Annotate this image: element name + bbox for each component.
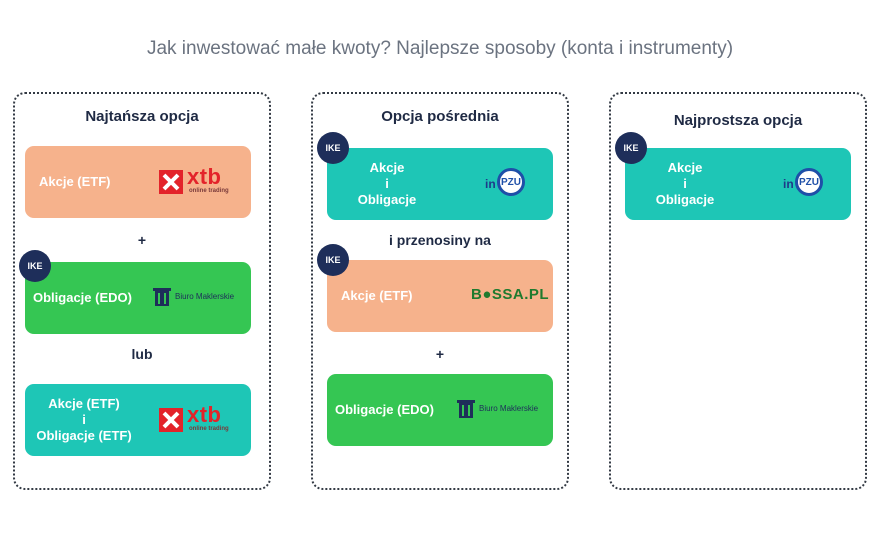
connector-transfer: i przenosiny na: [389, 232, 491, 248]
bm-tower-icon: [153, 288, 171, 306]
card-label: Obligacje (EDO): [335, 402, 434, 417]
ike-badge: IKE: [19, 250, 51, 282]
card-label: Akcje (ETF) i Obligacje (ETF): [36, 396, 132, 443]
bm-tower-icon: [457, 400, 475, 418]
option-card-stocks-etf-bossa: Akcje (ETF) B●SSA.PL: [327, 260, 553, 332]
card-label: Obligacje (EDO): [33, 290, 132, 305]
biuro-maklerskie-logo: Biuro Maklerskie: [153, 286, 249, 310]
option-card-stocks-bonds-inpzu: Akcje i Obligacje in PZU: [625, 148, 851, 220]
card-label: Akcje i Obligacje: [357, 160, 417, 207]
column-cheapest: Najtańsza opcja Akcje (ETF) xtb online t…: [13, 92, 271, 490]
column-title: Opcja pośrednia: [381, 108, 499, 125]
biuro-maklerskie-logo: Biuro Maklerskie: [457, 398, 553, 422]
xtb-logo: xtb online trading: [159, 164, 229, 198]
option-card-bonds-edo-bm: Obligacje (EDO) Biuro Maklerskie: [327, 374, 553, 446]
connector-or: lub: [131, 346, 153, 362]
card-label: Akcje i Obligacje: [655, 160, 715, 207]
bossa-logo: B●SSA.PL: [471, 286, 550, 303]
xtb-wordmark: xtb: [187, 164, 222, 189]
pzu-circle-icon: PZU: [497, 168, 525, 196]
xtb-mark-icon: [159, 408, 183, 432]
column-title: Najtańsza opcja: [85, 108, 199, 125]
option-card-stocks-bonds-etf-xtb: Akcje (ETF) i Obligacje (ETF) xtb online…: [25, 384, 251, 456]
card-label: Akcje (ETF): [341, 288, 413, 303]
page-title: Jak inwestować małe kwoty? Najlepsze spo…: [146, 38, 734, 59]
column-simplest: Najprostsza opcja Akcje i Obligacje in P…: [609, 92, 867, 490]
column-title: Najprostsza opcja: [673, 112, 803, 129]
xtb-logo: xtb online trading: [159, 402, 229, 436]
bm-label: Biuro Maklerskie: [175, 292, 235, 301]
bm-label: Biuro Maklerskie: [479, 404, 539, 413]
xtb-tagline: online trading: [189, 188, 229, 194]
ike-badge: IKE: [615, 132, 647, 164]
pzu-circle-icon: PZU: [795, 168, 823, 196]
option-card-stocks-bonds-inpzu: Akcje i Obligacje in PZU: [327, 148, 553, 220]
connector-plus: +: [137, 232, 147, 248]
xtb-tagline: online trading: [189, 426, 229, 432]
option-card-bonds-edo-bm: Obligacje (EDO) Biuro Maklerskie: [25, 262, 251, 334]
card-label: Akcje (ETF): [39, 174, 111, 189]
ike-badge: IKE: [317, 244, 349, 276]
inpzu-in-text: in: [783, 177, 794, 191]
inpzu-in-text: in: [485, 177, 496, 191]
xtb-wordmark: xtb: [187, 402, 222, 427]
ike-badge: IKE: [317, 132, 349, 164]
xtb-mark-icon: [159, 170, 183, 194]
connector-plus: +: [435, 346, 445, 362]
column-intermediate: Opcja pośrednia Akcje i Obligacje in PZU…: [311, 92, 569, 490]
inpzu-logo: in PZU: [783, 168, 827, 198]
option-card-stocks-etf-xtb: Akcje (ETF) xtb online trading: [25, 146, 251, 218]
inpzu-logo: in PZU: [485, 168, 529, 198]
